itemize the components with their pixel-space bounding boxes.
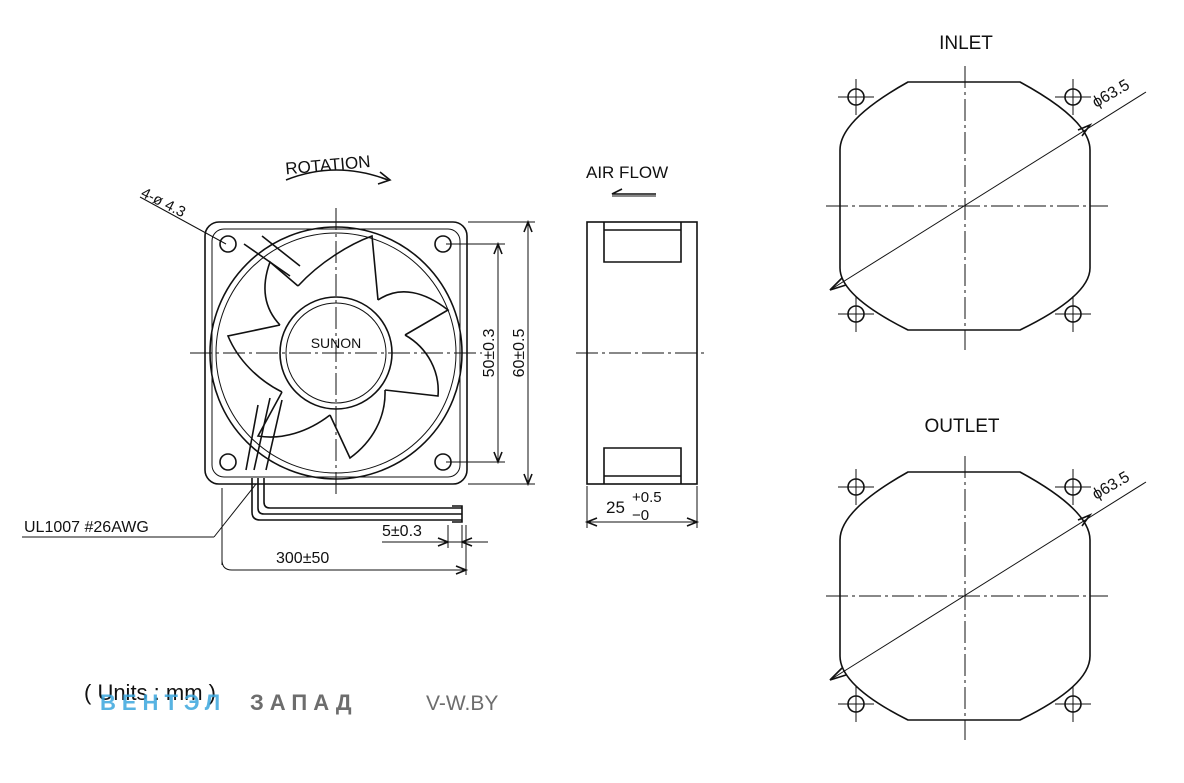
dim-wire-length-line: [221, 559, 466, 571]
dim-depth-plus: +0.5: [632, 489, 662, 506]
side-view: AIR FLOW 25 +0.5 −0: [576, 163, 708, 528]
outlet-view: OUTLET ϕ63.5: [826, 416, 1147, 740]
rotation-arrow: [285, 169, 389, 181]
watermark-part1: ВЕНТЭЛ: [100, 690, 226, 715]
mount-hole-tl: [219, 235, 237, 253]
inlet-diameter: ϕ63.5: [1090, 77, 1133, 112]
front-view: ROTATION 4-ø 4.3 SUNON 50±0.3 60±0.5 UL1…: [22, 152, 535, 575]
watermark-site: V-W.BY: [426, 692, 498, 715]
wire-label: UL1007 #26AWG: [24, 519, 149, 536]
side-top-bracket: [603, 222, 682, 263]
fan-blades: [226, 234, 450, 460]
dim-wire-strip: 5±0.3: [382, 523, 422, 540]
brand-label: SUNON: [311, 335, 362, 351]
inlet-view: INLET ϕ63.5: [826, 33, 1147, 350]
wire-leader: [213, 483, 257, 538]
fan-strut: [243, 235, 301, 277]
inlet-title: INLET: [939, 33, 993, 54]
outlet-holes: [838, 469, 1091, 722]
mount-hole-bl: [219, 453, 237, 471]
dim-depth-nominal: 25: [606, 498, 625, 517]
units-note: ( Units : mm ): [84, 680, 216, 705]
hole-label: 4-ø 4.3: [138, 184, 188, 221]
dim-size: 60±0.5: [511, 328, 528, 377]
outlet-diameter: ϕ63.5: [1090, 469, 1133, 504]
outlet-title: OUTLET: [925, 416, 1000, 437]
inlet-holes: [838, 79, 1091, 332]
wire-channel: [245, 397, 283, 471]
inlet-diameter-line: [829, 91, 1147, 291]
watermark-part2: ЗАПАД: [250, 690, 358, 715]
side-bottom-bracket: [603, 447, 682, 484]
dim-depth-minus: −0: [632, 507, 649, 524]
hole-leader: [139, 196, 227, 245]
outlet-diameter-line: [829, 481, 1147, 681]
dim-hole-pitch: 50±0.3: [481, 328, 498, 377]
dim-wire-length: 300±50: [276, 550, 329, 567]
airflow-arrow: [611, 188, 656, 195]
lead-wires: [251, 478, 462, 521]
rotation-label: ROTATION: [285, 152, 372, 178]
airflow-label: AIR FLOW: [586, 163, 668, 182]
